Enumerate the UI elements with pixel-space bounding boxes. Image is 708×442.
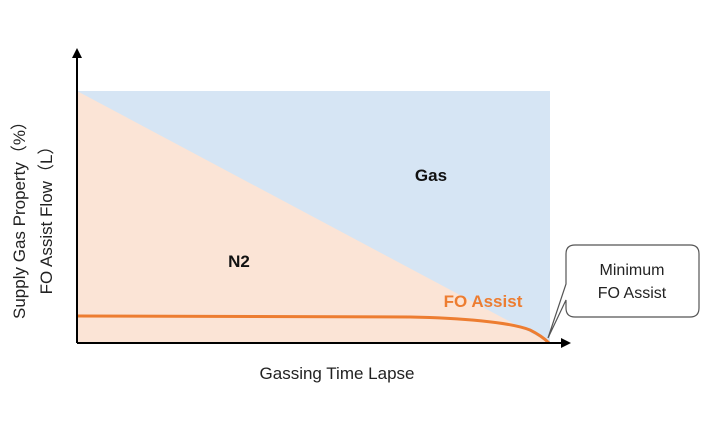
fo-assist-label: FO Assist [444,292,523,311]
n2-region [77,91,550,343]
callout-text-line2: FO Assist [598,285,667,302]
n2-region-label: N2 [228,252,250,271]
gas-region-label: Gas [415,166,447,185]
callout-text-line1: Minimum [600,262,665,279]
x-axis-label: Gassing Time Lapse [260,364,415,383]
y-axis-label-flow: FO Assist Flow（L） [37,138,56,295]
fo-assist-line [76,314,551,345]
y-axis-label-property: Supply Gas Property（%） [10,113,29,319]
callout-bubble [547,244,700,339]
